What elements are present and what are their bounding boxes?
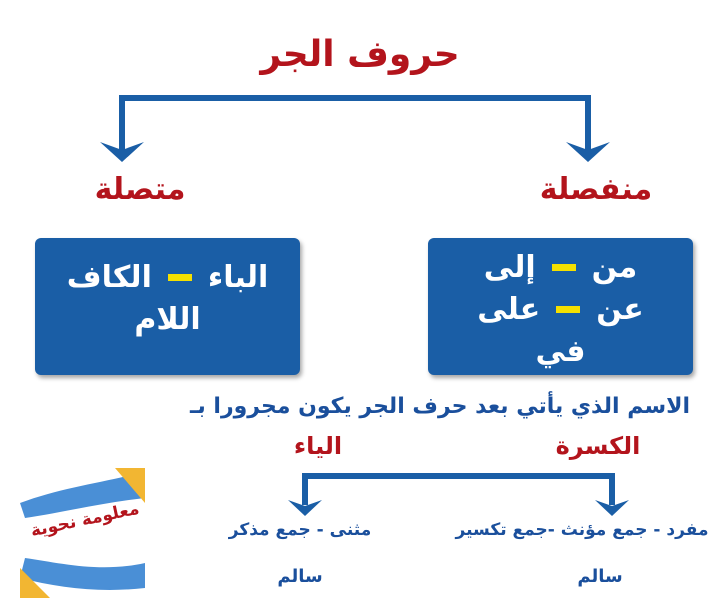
arrow-down-icon (595, 500, 629, 516)
rule-text: الاسم الذي يأتي بعد حرف الجر يكون مجرورا… (189, 394, 691, 419)
diagram-title: حروف الجر (260, 34, 460, 75)
yaa-applies: مثنى - جمع مذكر (228, 520, 372, 540)
connected-box: الباء الكاف اللام (35, 238, 300, 375)
logo: معلومة نحوية (20, 468, 150, 598)
kasra-applies-2: سالم (577, 566, 623, 587)
item: عن (596, 291, 644, 327)
item: في (535, 333, 586, 369)
item: اللام (134, 301, 201, 337)
item: من (591, 249, 638, 285)
item: إلى (483, 249, 536, 285)
dash (556, 305, 581, 313)
separate-label: منفصلة (539, 172, 653, 207)
connected-label: متصلة (94, 172, 186, 207)
yaa-label: الياء (293, 432, 343, 460)
separate-box: من إلى عن على في (428, 238, 693, 375)
arrow-down-icon (566, 142, 610, 162)
item: على (477, 291, 541, 327)
arrow-down-icon (100, 142, 144, 162)
item: الباء (207, 259, 269, 295)
item: الكاف (66, 259, 152, 295)
arrow-down-icon (288, 500, 322, 516)
yaa-applies-2: سالم (277, 566, 323, 587)
kasra-label: الكسرة (555, 432, 641, 460)
kasra-applies: مفرد - جمع مؤنث -جمع تكسير (455, 520, 709, 540)
dash (167, 273, 192, 281)
dash (551, 263, 576, 271)
